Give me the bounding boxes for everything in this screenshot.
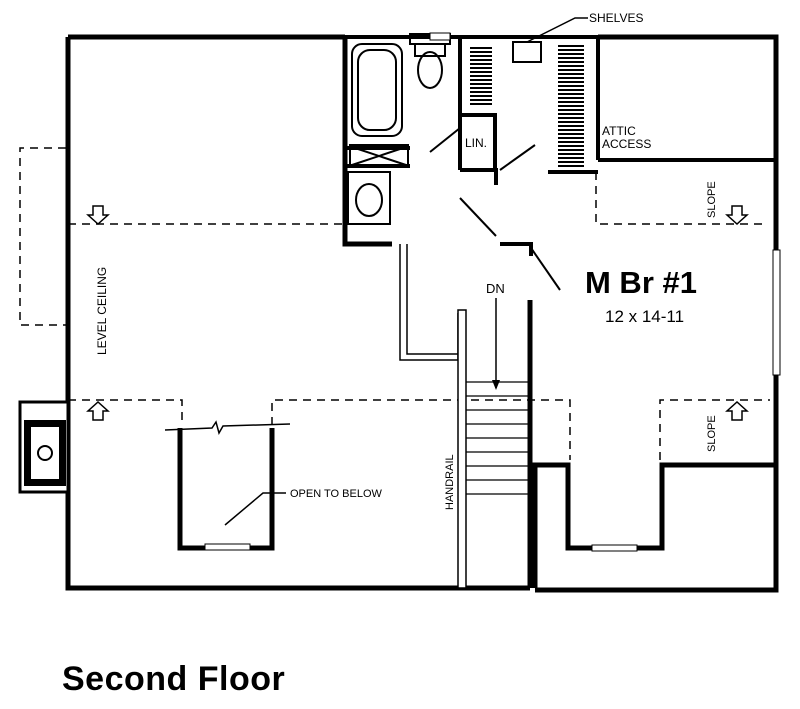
shelves-label: SHELVES [589, 11, 643, 25]
window [591, 544, 638, 552]
slope-label-lower: SLOPE [706, 415, 718, 452]
arrow-down-icon [725, 205, 749, 226]
attic-access-label: ATTIC [602, 124, 636, 138]
arrow-up-icon [86, 400, 110, 421]
toilet-bowl [417, 51, 443, 89]
shelves-leader [526, 17, 588, 43]
handrail-label: HANDRAIL [444, 454, 456, 510]
linen-cabinet [349, 144, 409, 168]
arrow-down-icon [86, 205, 110, 226]
shelf-box [512, 41, 542, 63]
vanity [347, 171, 391, 225]
open-to-below-label: OPEN TO BELOW [290, 488, 383, 500]
floor-title: Second Floor [62, 660, 286, 698]
room-name: M Br #1 [585, 265, 697, 300]
bathroom-fixtures [347, 33, 451, 225]
arrow-up-icon [725, 400, 749, 421]
slope-arrows [86, 205, 749, 421]
open-to-below-well [164, 420, 291, 551]
stairs [399, 244, 533, 589]
window [772, 249, 781, 376]
shelves-hatching [470, 45, 584, 167]
slope-label-upper: SLOPE [706, 181, 718, 218]
door-swings [429, 127, 561, 291]
chimney [18, 400, 70, 494]
bathtub [351, 43, 403, 137]
level-ceiling-label: LEVEL CEILING [95, 267, 109, 355]
dashed-lines [19, 147, 770, 460]
down-label: DN [486, 281, 505, 296]
room-size: 12 x 14-11 [605, 307, 684, 326]
attic-access-label: ACCESS [602, 137, 651, 151]
window [429, 32, 451, 41]
sink [355, 183, 383, 217]
bay-walls [532, 462, 776, 588]
linen-label: LIN. [465, 136, 487, 150]
